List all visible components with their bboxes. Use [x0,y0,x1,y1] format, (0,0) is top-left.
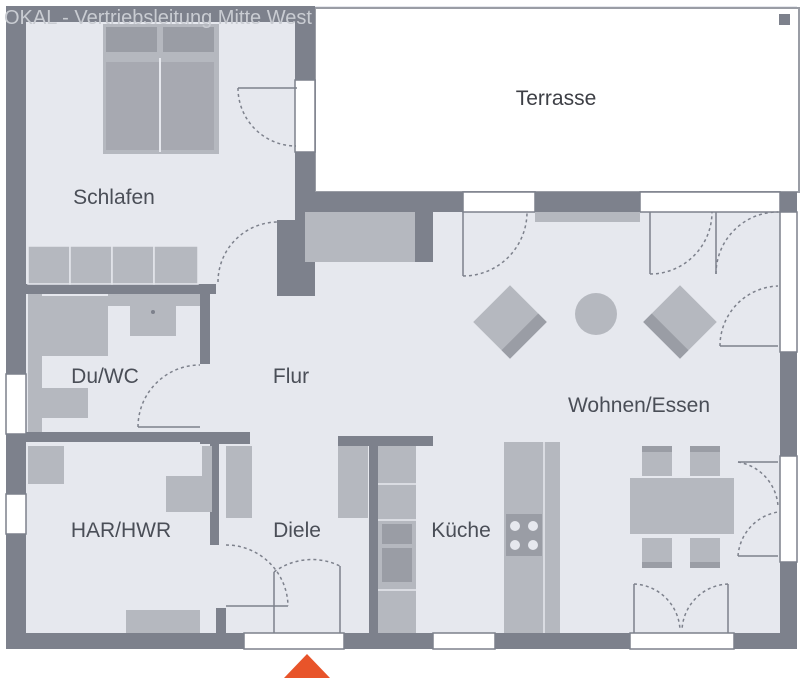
coffee-table [575,293,617,335]
utility-fixtures [28,446,212,633]
hall-cabinet [305,212,415,262]
entrance-arrow-icon [284,654,330,678]
room-label-hall: Flur [273,365,309,388]
terrace-corner-marker [779,14,790,25]
interior-walls [26,212,433,633]
bathroom-fixtures [28,294,200,432]
room-label-utility: HAR/HWR [71,519,171,542]
kitchen-counter [378,442,560,633]
terrace-area [314,7,800,193]
door-swing-icon [137,87,779,633]
armchair-left [473,285,547,359]
room-label-kitchen: Küche [431,519,491,542]
room-label-bath: Du/WC [71,365,139,388]
armchair-right [643,285,717,359]
terrace-sill [535,212,640,222]
dining-table [630,446,734,568]
bed [103,24,219,154]
room-label-terrace: Terrasse [516,87,597,110]
window-icon [5,79,798,650]
entry-wardrobe [226,446,252,518]
watermark: OKAL - Vertriebsleitung Mitte West [4,7,312,29]
wardrobe [27,245,199,285]
room-label-entry: Diele [273,519,321,542]
room-label-living: Wohnen/Essen [568,394,710,417]
room-label-bedroom: Schlafen [73,186,155,209]
entry-cabinet [338,446,368,518]
